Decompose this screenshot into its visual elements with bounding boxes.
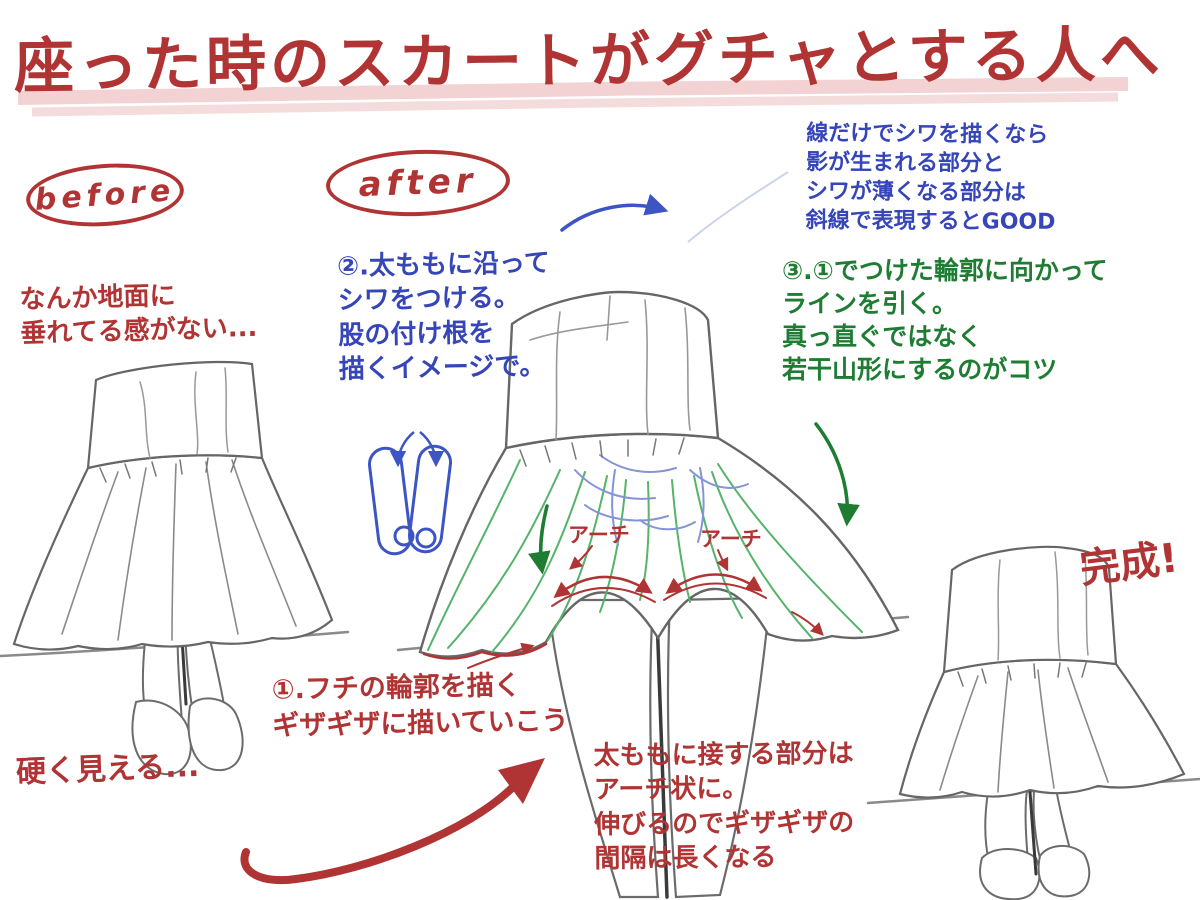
after-badge-label: after [357,160,479,206]
complete-figure [866,545,1200,900]
arch-label-right: アーチ [700,527,762,551]
blue-curved-arrow-icon [560,193,669,232]
step3-note: ③.①でつけた輪郭に向かって ラインを引く。 真っ直ぐではなく 若干山形にするの… [782,256,1108,384]
before-figure [0,360,350,776]
arch-label-pointer-right-icon [716,549,729,572]
shading-tip-note: 線だけでシワを描くなら 影が生まれる部分と シワが薄くなる部分は 斜線で表現する… [805,121,1056,235]
before-problem-note-1: なんか地面に 垂れてる感がない... [19,281,258,350]
arch-detail-note: 太ももに接する部分は アーチ状に。 伸びるのでギザギザの 間隔は長くなる [593,738,855,875]
arch-label-pointer-left-icon [569,545,593,570]
thigh-direction-diagram [367,431,453,556]
page-title: 座った時のスカートがグチャとする人へ [13,20,1165,103]
after-figure [396,290,910,899]
before-problem-note-2: 硬く見える... [15,748,200,791]
step2-note: ②.太ももに沿って シワをつける。 股の付け根を 描くイメージで。 [336,248,550,385]
before-badge-label: before [33,172,177,218]
blue-wrinkle-lines [574,454,749,546]
red-pointer-arrow-icon [467,642,535,669]
green-guide-lines [427,459,863,653]
arch-label-left: アーチ [568,523,630,547]
green-arrow-right-icon [814,422,860,527]
arch-annotations [422,545,824,669]
thigh-arrow-right-icon [419,431,445,468]
title-underline [17,77,1129,117]
step1-note: ①.フチの輪郭を描く ギザギザに描いていこう [271,670,569,742]
thigh-arrow-left-icon [389,431,415,468]
pencil-scribble [687,171,789,243]
green-arrow-left-icon [528,504,551,575]
big-red-arrow-icon [240,758,545,885]
